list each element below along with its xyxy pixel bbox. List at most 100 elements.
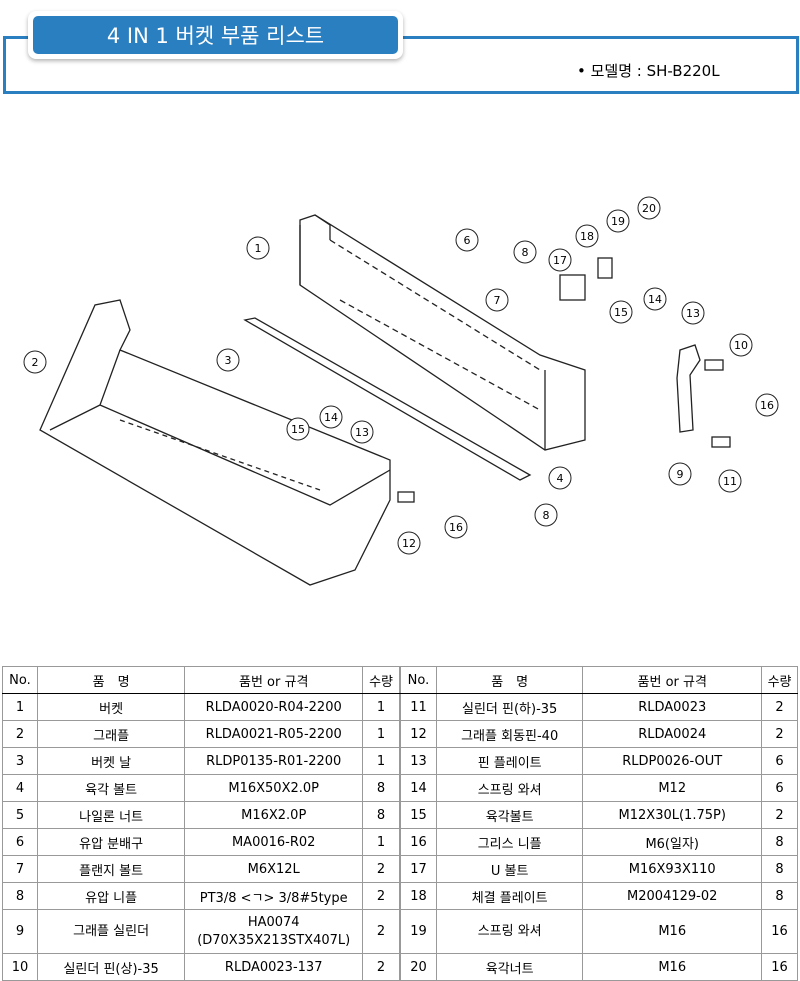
callout-number: 4	[557, 472, 564, 485]
callout-circle	[609, 300, 633, 324]
callout-number: 1	[255, 242, 262, 255]
callout-circle	[643, 287, 667, 311]
cell-name: 스프링 와셔	[435, 909, 584, 954]
part-callout: 7	[485, 288, 509, 312]
col-no: No.	[400, 666, 437, 694]
part-callout: 6	[455, 228, 479, 252]
callout-circle	[286, 417, 310, 441]
cell-name: 그래플 실린더	[36, 909, 186, 954]
cell-name: 그래플 회동핀-40	[435, 720, 584, 748]
callout-circle	[534, 503, 558, 527]
callout-circle	[319, 405, 343, 429]
cell-qty: 1	[362, 747, 400, 775]
callout-number: 8	[543, 509, 550, 522]
cell-qty: 1	[362, 828, 400, 856]
callout-number: 13	[355, 426, 369, 439]
cell-no: 12	[400, 720, 437, 748]
part-callout: 16	[755, 393, 779, 417]
cell-qty: 8	[761, 855, 798, 883]
callout-number: 15	[291, 423, 305, 436]
callout-circle	[548, 248, 572, 272]
col-qty: 수량	[761, 666, 798, 694]
spec-line: HA0074	[247, 914, 300, 930]
cell-qty: 16	[761, 909, 798, 954]
col-spec: 품번 or 규격	[582, 666, 763, 694]
model-name: • 모델명 : SH-B220L	[577, 62, 720, 80]
cell-spec: M16X93X110	[582, 855, 763, 883]
callout-circle	[513, 240, 537, 264]
callout-circle	[397, 531, 421, 555]
callout-circle	[216, 348, 240, 372]
callout-number: 3	[225, 354, 232, 367]
cell-qty: 16	[761, 953, 798, 981]
cell-no: 20	[400, 953, 437, 981]
cell-no: 19	[400, 909, 437, 954]
part-callout: 9	[668, 462, 692, 486]
cell-name: 버켓	[36, 693, 186, 721]
callout-circle	[575, 224, 599, 248]
callout-number: 14	[648, 293, 662, 306]
callout-number: 18	[580, 230, 594, 243]
cell-name: 육각볼트	[435, 801, 584, 829]
cell-spec: RLDP0135-R01-2200	[184, 747, 364, 775]
cylinder-pin-upper	[704, 359, 724, 371]
cell-name: 그리스 니플	[435, 828, 584, 856]
cell-spec: M16	[582, 909, 763, 954]
callout-number: 15	[614, 306, 628, 319]
cell-qty: 8	[761, 882, 798, 910]
bucket-hole-lines	[329, 239, 541, 411]
callout-circle	[455, 228, 479, 252]
cell-no: 2	[2, 720, 38, 748]
part-callout: 14	[643, 287, 667, 311]
cell-name: 나일론 너트	[36, 801, 186, 829]
cell-name: 플랜지 볼트	[36, 855, 186, 883]
part-callout: 2	[23, 350, 47, 374]
cell-name: 실린더 핀(상)-35	[36, 953, 186, 981]
part-callout: 18	[575, 224, 599, 248]
cell-spec: RLDA0023-137	[184, 953, 364, 981]
cell-spec: RLDA0024	[582, 720, 763, 748]
callout-number: 11	[723, 475, 737, 488]
cell-qty: 8	[761, 828, 798, 856]
cell-spec: M16	[582, 953, 763, 981]
cell-qty: 2	[362, 882, 400, 910]
callout-circle	[350, 420, 374, 444]
cell-spec: RLDA0020-R04-2200	[184, 693, 364, 721]
cell-spec: RLDA0021-R05-2200	[184, 720, 364, 748]
cell-qty: 2	[362, 855, 400, 883]
callout-circle	[485, 288, 509, 312]
table-header-row: No. 품 명 품번 or 규격 수량	[2, 666, 400, 694]
cell-name: 버켓 날	[36, 747, 186, 775]
cell-no: 14	[400, 774, 437, 802]
part-callout: 15	[609, 300, 633, 324]
callout-circle	[246, 236, 270, 260]
cell-spec: M6(일자)	[582, 828, 763, 856]
part-callout: 10	[729, 333, 753, 357]
cell-no: 8	[2, 882, 38, 910]
cell-qty: 2	[362, 909, 400, 954]
cell-spec: M12X30L(1.75P)	[582, 801, 763, 829]
part-callout: 16	[444, 515, 468, 539]
cell-no: 1	[2, 693, 38, 721]
callout-circle	[637, 196, 661, 220]
cell-no: 10	[2, 953, 38, 981]
callout-circle	[548, 466, 572, 490]
callout-number: 13	[686, 307, 700, 320]
